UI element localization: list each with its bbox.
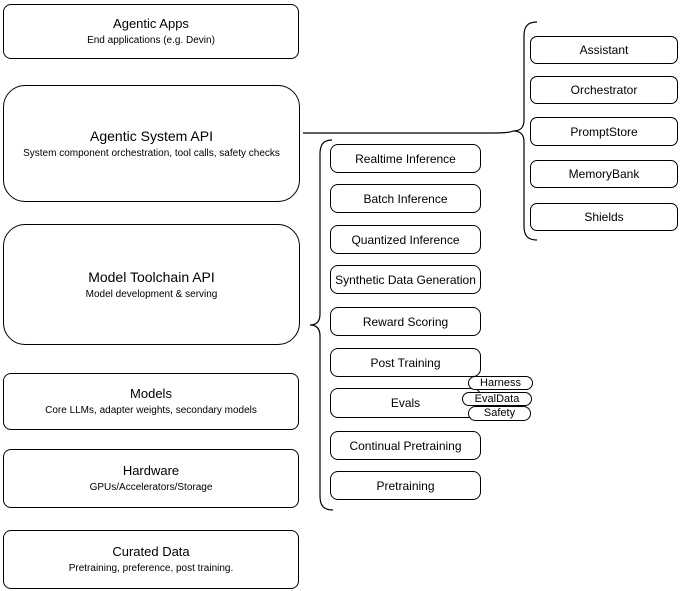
system-item-orchestrator: Orchestrator <box>530 76 678 104</box>
system-item-label: PromptStore <box>570 124 638 139</box>
box-title: Curated Data <box>112 544 190 559</box>
toolchain-item-label: Realtime Inference <box>355 151 456 166</box>
toolchain-item-label: Batch Inference <box>363 191 448 206</box>
box-title: Model Toolchain API <box>88 268 215 285</box>
system-item-memorybank: MemoryBank <box>530 160 678 188</box>
toolchain-item-realtime-inference: Realtime Inference <box>330 144 481 173</box>
system-connector-line <box>303 130 514 134</box>
toolchain-item-quantized-inference: Quantized Inference <box>330 225 481 254</box>
system-item-label: MemoryBank <box>568 167 640 181</box>
box-subtitle: End applications (e.g. Devin) <box>87 35 215 46</box>
box-title: Agentic System API <box>90 127 213 144</box>
eval-badge-label: Harness <box>480 376 521 389</box>
box-curated-data: Curated Data Pretraining, preference, po… <box>3 530 299 589</box>
toolchain-item-label: Quantized Inference <box>351 232 460 247</box>
toolchain-item-label: Evals <box>390 396 421 410</box>
eval-badge-label: EvalData <box>474 392 520 405</box>
toolchain-item-continual-pretraining: Continual Pretraining <box>330 431 481 460</box>
system-item-label: Shields <box>584 210 624 224</box>
box-agentic-apps: Agentic Apps End applications (e.g. Devi… <box>3 4 299 59</box>
toolchain-item-reward-scoring: Reward Scoring <box>330 307 481 336</box>
box-title: Hardware <box>122 463 180 478</box>
box-title: Models <box>130 386 172 401</box>
box-subtitle: GPUs/Accelerators/Storage <box>89 482 213 493</box>
toolchain-item-label: Continual Pretraining <box>349 438 462 453</box>
system-item-label: Orchestrator <box>570 83 638 97</box>
toolchain-item-synthetic-data-generation: Synthetic Data Generation <box>330 265 481 294</box>
system-item-assistant: Assistant <box>530 36 678 64</box>
box-hardware: Hardware GPUs/Accelerators/Storage <box>3 449 299 508</box>
eval-badge-evaldata: EvalData <box>462 392 532 406</box>
box-title: Agentic Apps <box>113 16 189 31</box>
box-subtitle: Core LLMs, adapter weights, secondary mo… <box>45 405 257 416</box>
system-item-shields: Shields <box>530 203 678 231</box>
box-models: Models Core LLMs, adapter weights, secon… <box>3 373 299 430</box>
toolchain-item-label: Synthetic Data Generation <box>335 272 476 287</box>
box-agentic-system-api: Agentic System API System component orch… <box>3 85 300 202</box>
system-item-promptstore: PromptStore <box>530 117 678 146</box>
box-model-toolchain-api: Model Toolchain API Model development & … <box>3 224 300 345</box>
toolchain-item-evals: Evals <box>330 388 481 418</box>
system-item-label: Assistant <box>579 43 629 57</box>
box-subtitle: Pretraining, preference, post training. <box>68 563 234 574</box>
eval-badge-label: Safety <box>483 407 516 419</box>
toolchain-item-post-training: Post Training <box>330 348 481 377</box>
toolchain-item-label: Pretraining <box>376 478 435 493</box>
toolchain-item-label: Post Training <box>370 355 441 370</box>
eval-badge-safety: Safety <box>468 406 531 421</box>
toolchain-item-label: Reward Scoring <box>362 314 449 329</box>
toolchain-item-batch-inference: Batch Inference <box>330 184 481 213</box>
box-subtitle: System component orchestration, tool cal… <box>23 147 280 159</box>
box-subtitle: Model development & serving <box>85 288 218 300</box>
toolchain-item-pretraining: Pretraining <box>330 471 481 500</box>
eval-badge-harness: Harness <box>468 376 533 390</box>
